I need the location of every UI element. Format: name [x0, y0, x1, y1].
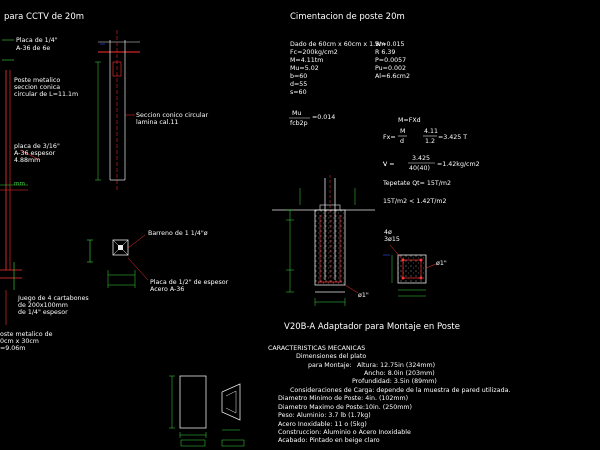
- calc-right-1: R 6.39: [375, 49, 396, 56]
- calc-right-4: Al=6.6cm2: [375, 73, 410, 80]
- adapter-altura: Altura: 12.75in (324mm): [357, 362, 436, 369]
- fx-result: =3.425 T: [438, 134, 468, 141]
- adapter-spec-0: Diametro Minimo de Poste: 4in. (102mm): [278, 395, 409, 402]
- adapter-spec-3: Acero Inoxidable: 11 o (5kg): [278, 421, 367, 428]
- calc-line-4: b=60: [290, 73, 308, 80]
- v-result: =1.42kg/cm2: [437, 161, 480, 168]
- fx-num1: M: [400, 128, 406, 135]
- label-placa-12: Placa de 1/2" de espesor: [150, 279, 229, 286]
- label-acero-a36: Acero A-36: [150, 286, 185, 293]
- ratio-den: fcb2p: [290, 120, 308, 127]
- adapter-para-montaje: para Montaje:: [308, 362, 352, 369]
- ratio-num: Mu: [292, 110, 302, 117]
- calc-line-5: d=55: [290, 81, 308, 88]
- calc-right-0: W=0.015: [375, 41, 405, 48]
- fx-den2: 1.2: [425, 138, 436, 145]
- fx-den1: d: [400, 138, 404, 145]
- label-barreno: Barreno de 1 1/4"ø: [148, 230, 208, 237]
- pole-elevation: [0, 30, 149, 325]
- adapter-spec-5: Acabado: Pintado en beige claro: [278, 437, 380, 444]
- ratio-result: =0.014: [312, 114, 336, 121]
- phi-label-1: ø1": [436, 260, 447, 267]
- adapter-header: CARACTERISTICAS MECANICAS: [268, 345, 366, 352]
- adapter-subheader: Dimensiones del plato: [296, 353, 367, 360]
- adapter-bracket: [169, 375, 245, 447]
- label-placa-316-spec: A-36 espesor: [14, 150, 56, 157]
- adapter-consideraciones: Consideraciones de Carga: depende de la …: [290, 387, 511, 394]
- rebar-spec: 3ø15: [384, 236, 400, 243]
- label-juego-cartabones: Juego de 4 cartabones: [18, 295, 89, 302]
- calc-line-1: Fc=200kg/cm2: [290, 49, 338, 56]
- calc-line-6: s=60: [290, 89, 307, 96]
- adapter-spec-2: Peso: Aluminio: 3.7 lb (1.7kg): [278, 412, 371, 419]
- label-placa-316: placa de 3/16": [14, 143, 60, 150]
- label-poste-dims: 0cm x 30cm: [0, 338, 39, 345]
- label-poste-height: =9.06m: [0, 345, 26, 352]
- calc-right-3: Pu=0.002: [375, 65, 406, 72]
- v-den: 40(40): [409, 165, 430, 172]
- calc-line-3: Mu=5.02: [290, 65, 319, 72]
- label-seccion-conica: seccion conica: [14, 84, 61, 91]
- label-poste-metalico-2: oste metalico de: [0, 331, 53, 338]
- pole-title: para CCTV de 20m: [4, 12, 85, 22]
- label-lamina: lamina cal.11: [136, 119, 179, 126]
- formula-mfxd: M=FXd: [398, 117, 421, 124]
- rebar-count: 4ø: [384, 229, 392, 236]
- label-circular-length: circular de L=11.1m: [14, 91, 79, 98]
- adapter-title: V20B-A Adaptador para Montaje en Poste: [284, 322, 460, 332]
- adapter-ancho: Ancho: 8.0in (203mm): [364, 370, 435, 377]
- v-num: 3.425: [412, 155, 431, 162]
- foundation-section: [272, 175, 437, 306]
- foundation-title: Cimentacion de poste 20m: [290, 12, 405, 22]
- label-placa-top-spec: A-36 de 6e: [16, 45, 51, 52]
- calc-line-0: Dado de 60cm x 60cm x 1.5m: [290, 41, 386, 48]
- adapter-profundidad: Profundidad: 3.5in (89mm): [352, 378, 437, 385]
- tepetate: Tepetate Qt= 15T/m2: [383, 180, 452, 187]
- formula-lines: [289, 117, 437, 167]
- fx-num2: 4.11: [424, 128, 439, 135]
- label-cartabones-size: de 200x100mm: [18, 302, 68, 309]
- label-seccion-conico-circular: Seccion conico circular: [136, 112, 209, 119]
- dim-mm: mm: [14, 181, 25, 187]
- adapter-spec-1: Diametro Maximo de Poste:10in. (250mm): [278, 404, 412, 411]
- label-poste-metalico: Poste metalico: [14, 77, 61, 84]
- phi-label-2: ø1": [358, 292, 369, 299]
- calc-line-2: M=4.11tm: [290, 57, 324, 64]
- v-lhs: V =: [383, 161, 395, 168]
- label-placa-top: Placa de 1/4": [16, 37, 58, 44]
- comparison: 15T/m2 < 1.42T/m2: [383, 198, 447, 205]
- adapter-spec-4: Construccion: Aluminio o Acero Inoxidabl…: [278, 429, 411, 436]
- calc-right-2: P=0.0057: [375, 57, 407, 64]
- fx-lhs: Fx=: [383, 134, 396, 141]
- label-cartabones-thickness: de 1/4" espesor: [18, 309, 68, 316]
- label-placa-316-dim: 4.88mm: [14, 157, 41, 164]
